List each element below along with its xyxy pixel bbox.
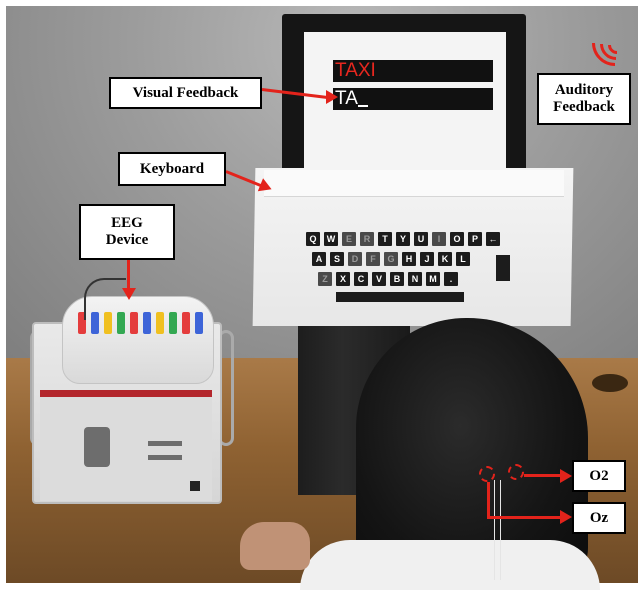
key-t: T xyxy=(378,232,392,246)
typed-text-bar: TA xyxy=(333,88,493,110)
o2-label: O2 xyxy=(572,460,626,492)
socket xyxy=(130,312,138,334)
key-z: Z xyxy=(318,272,332,286)
key-period: . xyxy=(444,272,458,286)
key-i: I xyxy=(432,232,446,246)
socket xyxy=(182,312,190,334)
subject-shirt xyxy=(300,540,600,590)
socket xyxy=(156,312,164,334)
key-s: S xyxy=(330,252,344,266)
key-b: B xyxy=(390,272,404,286)
key-backspace: ← xyxy=(486,232,500,246)
o2-electrode-marker xyxy=(508,464,524,480)
key-y: Y xyxy=(396,232,410,246)
key-k: K xyxy=(438,252,452,266)
amplifier-connector xyxy=(84,427,110,467)
oz-label: Oz xyxy=(572,502,626,534)
monitor: TAXI TA xyxy=(282,14,526,184)
key-h: H xyxy=(402,252,416,266)
key-a: A xyxy=(312,252,326,266)
visual-feedback-label: Visual Feedback xyxy=(109,77,262,109)
enter-key xyxy=(496,255,510,281)
key-e: E xyxy=(342,232,356,246)
key-n: N xyxy=(408,272,422,286)
eeg-device-label: EEG Device xyxy=(79,204,175,260)
eeg-device-text-1: EEG xyxy=(111,215,143,232)
monitor-screen: TAXI TA xyxy=(304,32,506,182)
amplifier-indicator xyxy=(148,441,182,446)
socket xyxy=(117,312,125,334)
key-f: F xyxy=(366,252,380,266)
key-q: Q xyxy=(306,232,320,246)
eeg-device-text-2: Device xyxy=(105,232,149,248)
key-u: U xyxy=(414,232,428,246)
key-p: P xyxy=(468,232,482,246)
oz-electrode-marker xyxy=(479,466,495,482)
subject-hand xyxy=(240,522,310,570)
key-c: C xyxy=(354,272,368,286)
desk-grommet xyxy=(592,374,628,392)
amplifier-indicator xyxy=(148,455,182,460)
o2-arrow xyxy=(524,474,566,477)
key-d: D xyxy=(348,252,362,266)
auditory-feedback-label: Auditory Feedback xyxy=(537,73,631,125)
socket xyxy=(78,312,86,334)
power-switch xyxy=(190,481,200,491)
eeg-device-arrow xyxy=(127,260,130,290)
key-x: X xyxy=(336,272,350,286)
key-w: W xyxy=(324,232,338,246)
visual-feedback-arrowhead xyxy=(326,90,338,104)
auditory-feedback-text-2: Feedback xyxy=(553,99,615,115)
key-g: G xyxy=(384,252,398,266)
target-word: TAXI xyxy=(335,60,376,81)
auditory-feedback-text-1: Auditory xyxy=(554,82,614,99)
keyboard-text: Keyboard xyxy=(139,160,205,177)
key-l: L xyxy=(456,252,470,266)
target-word-bar: TAXI xyxy=(333,60,493,82)
electrode-wires xyxy=(84,278,126,320)
socket xyxy=(169,312,177,334)
oz-text: Oz xyxy=(589,509,609,526)
oz-arrowhead xyxy=(560,510,572,524)
socket xyxy=(104,312,112,334)
keyboard-card-fold xyxy=(264,170,564,197)
space-key xyxy=(336,292,464,302)
keyboard-label: Keyboard xyxy=(118,152,226,186)
socket xyxy=(91,312,99,334)
amplifier-front-panel xyxy=(40,394,212,501)
typed-text: TA xyxy=(335,88,358,109)
socket xyxy=(143,312,151,334)
text-cursor xyxy=(357,105,368,107)
oz-arrow-vertical xyxy=(487,482,490,518)
key-o: O xyxy=(450,232,464,246)
key-v: V xyxy=(372,272,386,286)
visual-feedback-text: Visual Feedback xyxy=(132,84,239,101)
socket xyxy=(195,312,203,334)
oz-arrow-horizontal xyxy=(487,516,565,519)
key-r: R xyxy=(360,232,374,246)
amplifier-red-stripe xyxy=(40,390,212,396)
key-m: M xyxy=(426,272,440,286)
electrode-cable xyxy=(494,480,495,580)
o2-text: O2 xyxy=(589,467,609,484)
key-j: J xyxy=(420,252,434,266)
o2-arrowhead xyxy=(560,469,572,483)
electrode-sockets xyxy=(78,312,203,334)
electrode-cable xyxy=(500,480,501,580)
eeg-device-arrowhead xyxy=(122,288,136,300)
